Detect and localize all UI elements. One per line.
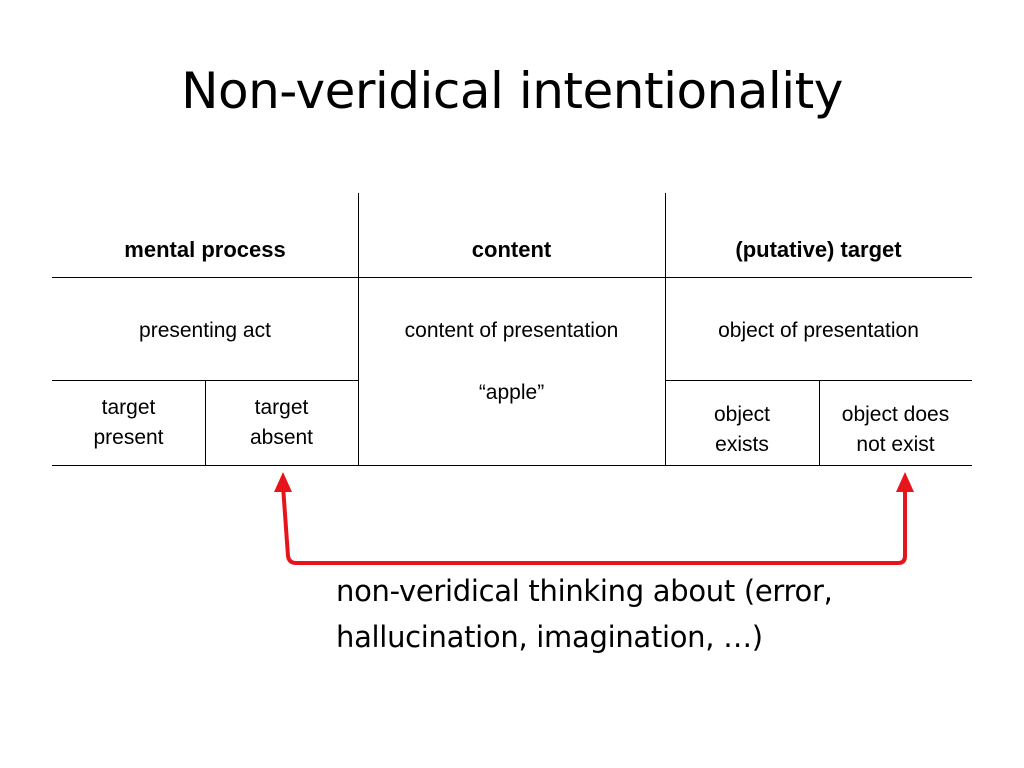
table-divider-2 (665, 193, 666, 466)
header-putative-target: (putative) target (735, 237, 902, 262)
cell-content-example: “apple” (478, 381, 545, 404)
table-rule-middle-right (665, 380, 972, 381)
cell-object-exists: object exists (665, 399, 819, 461)
cell-text-line: not exist (856, 433, 935, 456)
cell-presenting-act: presenting act (139, 319, 271, 342)
cell-text-line: exists (715, 433, 769, 456)
table-divider-right-sub (819, 381, 820, 466)
cell-text-line: absent (249, 426, 314, 449)
bracket-line (281, 485, 907, 565)
cell-content-of-presentation: content of presentation (404, 319, 619, 342)
caption-line: non-veridical thinking about (error, (336, 574, 833, 608)
cell-text-line: target (254, 396, 309, 419)
table-rule-middle-left (52, 380, 358, 381)
cell-object-of-presentation: object of presentation (718, 319, 919, 342)
header-content: content (471, 237, 552, 262)
caption: non-veridical thinking about (error, hal… (336, 568, 976, 660)
arrowhead-left-icon (274, 472, 292, 492)
table-divider-left-sub (205, 381, 206, 466)
cell-text-line: object does (841, 403, 950, 426)
cell-text-line: object (713, 403, 771, 426)
caption-line: hallucination, imagination, …) (336, 620, 763, 654)
header-mental-process: mental process (124, 237, 286, 262)
table-rule-header (52, 277, 972, 278)
table-divider-1 (358, 193, 359, 466)
slide-title: Non-veridical intentionality (181, 62, 843, 120)
cell-target-absent: target absent (205, 392, 358, 454)
table-rule-bottom (52, 465, 972, 466)
arrowhead-right-icon (896, 472, 914, 492)
cell-target-present: target present (52, 392, 205, 454)
cell-text-line: present (93, 426, 164, 449)
cell-text-line: target (101, 396, 156, 419)
cell-object-does-not-exist: object does not exist (819, 399, 972, 461)
